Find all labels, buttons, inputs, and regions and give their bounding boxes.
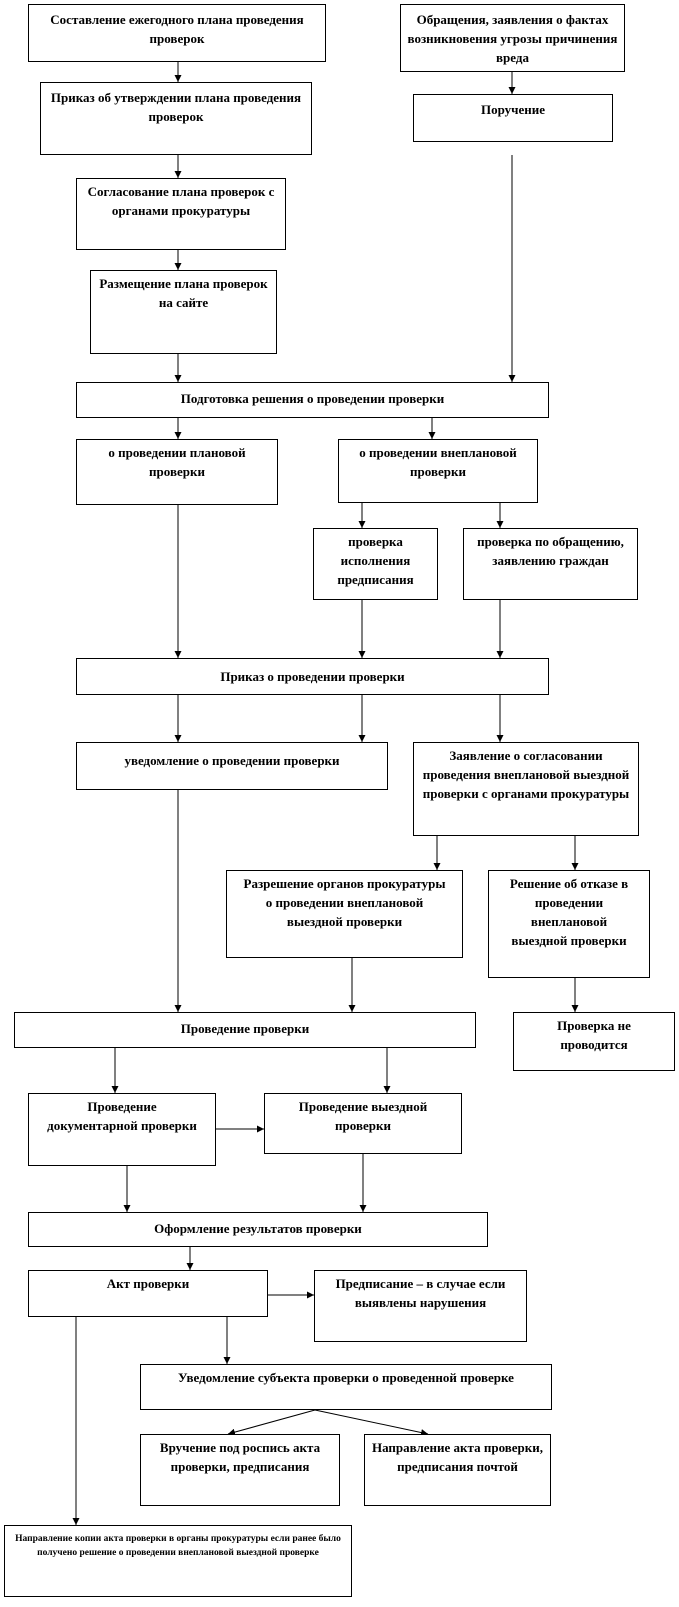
box-prescription: Предписание – в случае если выявлены нар… [314,1270,527,1342]
arrow-notify-to-delivery [227,1409,316,1436]
box-inspection-notification: уведомление о проведении проверки [76,742,388,790]
box-prosecutor-permission: Разрешение органов прокуратуры о проведе… [226,870,463,958]
box-conduct-inspection: Проведение проверки [14,1012,476,1048]
box-send-by-post: Направление акта проверки, предписания п… [364,1434,551,1506]
arrow-notify-to-post [314,1409,429,1436]
box-results-registration: Оформление результатов проверки [28,1212,488,1247]
box-instruction: Поручение [413,94,613,142]
box-copy-to-prosecutor: Направление копии акта проверки в органы… [4,1525,352,1597]
box-unplanned-check: о проведении внеплановой проверки [338,439,538,503]
box-delivery-signature: Вручение под роспись акта проверки, пред… [140,1434,340,1506]
box-subject-notification: Уведомление субъекта проверки о проведен… [140,1364,552,1410]
box-refusal-decision: Решение об отказе в проведении внепланов… [488,870,650,978]
box-order-plan-approval: Приказ об утверждении плана проведения п… [40,82,312,155]
box-annual-plan: Составление ежегодного плана проведения … [28,4,326,62]
box-inspection-act: Акт проверки [28,1270,268,1317]
box-prescription-check: проверка исполнения предписания [313,528,438,600]
box-plan-on-site: Размещение плана проверок на сайте [90,270,277,354]
box-documentary-inspection: Проведение документарной проверки [28,1093,216,1166]
box-prosecutor-application: Заявление о согласовании проведения внеп… [413,742,639,836]
box-decision-preparation: Подготовка решения о проведении проверки [76,382,549,418]
box-planned-check: о проведении плановой проверки [76,439,278,505]
box-not-conducted: Проверка не проводится [513,1012,675,1071]
box-appeal-check: проверка по обращению, заявлению граждан [463,528,638,600]
box-prosecutor-approval: Согласование плана проверок с органами п… [76,178,286,250]
box-appeals: Обращения, заявления о фактах возникнове… [400,4,625,72]
box-field-inspection: Проведение выездной проверки [264,1093,462,1154]
box-inspection-order: Приказ о проведении проверки [76,658,549,695]
